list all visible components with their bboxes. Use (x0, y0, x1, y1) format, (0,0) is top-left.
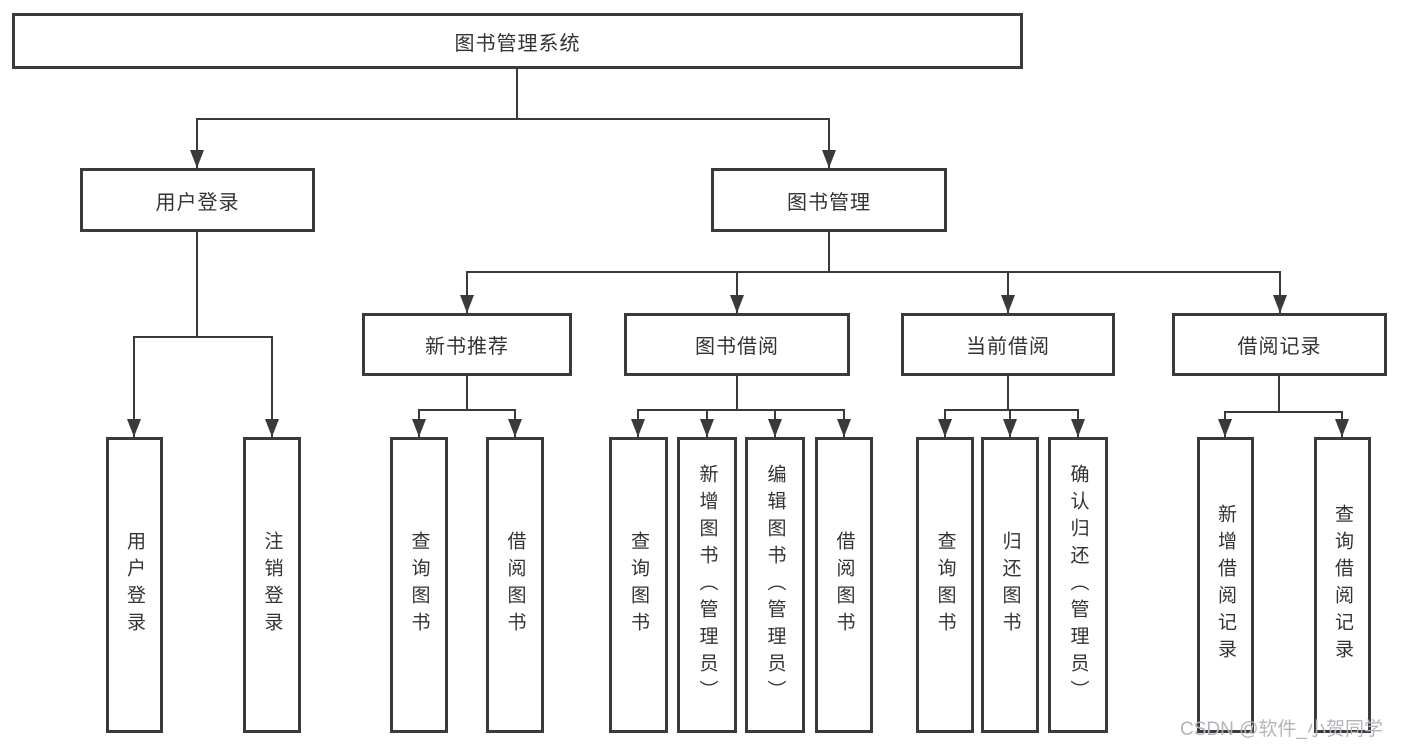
node-root-label: 图书管理系统 (454, 32, 581, 55)
arrow-down-icon (1335, 419, 1349, 437)
leaf-label: 新增借阅记录 (1215, 504, 1236, 666)
connector-line (196, 118, 198, 168)
arrow-down-icon (768, 419, 782, 437)
leaf-rec-query-books: 查询图书 (390, 437, 448, 733)
leaf-label: 查询借阅记录 (1332, 504, 1353, 666)
node-book-management: 图书管理 (711, 168, 947, 232)
arrow-down-icon (700, 419, 714, 437)
leaf-label: 注销登录 (261, 531, 283, 639)
connector-line (466, 271, 468, 313)
node-label: 用户登录 (155, 191, 240, 214)
arrow-down-icon (508, 419, 522, 437)
node-label: 借阅记录 (1237, 336, 1322, 358)
leaf-cb-query-books: 查询图书 (916, 437, 974, 733)
arrow-down-icon (1273, 295, 1287, 313)
node-new-book-recommend: 新书推荐 (362, 313, 572, 376)
leaf-bb-edit-books-admin: 编辑图书（管理员） (745, 437, 805, 733)
arrow-down-icon (938, 419, 952, 437)
leaf-logout: 注销登录 (243, 437, 301, 733)
connector-line (418, 409, 516, 411)
connector-line (1007, 271, 1009, 313)
leaf-label: 确认归还（管理员） (1067, 463, 1089, 707)
leaf-label: 查询图书 (408, 531, 430, 639)
leaf-user-login: 用户登录 (106, 437, 163, 733)
connector-line (1224, 411, 1343, 413)
leaf-bb-query-books: 查询图书 (609, 437, 668, 733)
arrow-down-icon (1071, 419, 1085, 437)
arrow-down-icon (631, 419, 645, 437)
leaf-label: 查询图书 (934, 531, 956, 639)
node-book-borrow: 图书借阅 (624, 313, 850, 376)
connector-line (133, 336, 273, 338)
leaf-cb-confirm-return-admin: 确认归还（管理员） (1048, 437, 1108, 733)
connector-line (516, 69, 518, 118)
connector-line (196, 232, 198, 336)
leaf-bb-add-books-admin: 新增图书（管理员） (677, 437, 737, 733)
node-root: 图书管理系统 (12, 13, 1023, 69)
leaf-label: 新增图书（管理员） (696, 463, 718, 707)
leaf-rec-borrow-books: 借阅图书 (486, 437, 544, 733)
connector-line (133, 336, 135, 437)
connector-line (466, 271, 1281, 273)
node-borrow-records: 借阅记录 (1172, 313, 1387, 376)
leaf-label: 归还图书 (999, 531, 1021, 639)
connector-line (637, 409, 845, 411)
arrow-down-icon (265, 419, 279, 437)
node-current-borrow: 当前借阅 (901, 313, 1115, 376)
connector-line (196, 118, 830, 120)
leaf-br-add-record: 新增借阅记录 (1197, 437, 1254, 733)
leaf-br-query-record: 查询借阅记录 (1314, 437, 1371, 733)
leaf-label: 查询图书 (628, 531, 649, 639)
connector-line (828, 232, 830, 271)
arrow-down-icon (1001, 295, 1015, 313)
connector-line (1279, 271, 1281, 313)
connector-line (1007, 376, 1009, 409)
leaf-cb-return-books: 归还图书 (981, 437, 1039, 733)
arrow-down-icon (190, 150, 204, 168)
connector-line (944, 409, 1078, 411)
leaf-label: 用户登录 (124, 531, 145, 639)
connector-line (466, 376, 468, 409)
node-label: 图书借阅 (695, 336, 779, 358)
node-label: 图书管理 (787, 191, 871, 214)
connector-line (1278, 376, 1280, 411)
arrow-down-icon (730, 295, 744, 313)
connector-line (828, 118, 830, 168)
arrow-down-icon (822, 150, 836, 168)
node-user-login: 用户登录 (80, 168, 315, 232)
leaf-label: 借阅图书 (833, 531, 855, 639)
node-label: 新书推荐 (425, 336, 509, 358)
watermark: CSDN @软件_小贺同学 (1180, 719, 1383, 740)
connector-line (736, 376, 738, 409)
leaf-bb-borrow-books: 借阅图书 (815, 437, 873, 733)
arrow-down-icon (412, 419, 426, 437)
connector-line (736, 271, 738, 313)
arrow-down-icon (1218, 419, 1232, 437)
node-label: 当前借阅 (966, 336, 1050, 358)
leaf-label: 借阅图书 (504, 531, 526, 639)
connector-line (271, 336, 273, 437)
arrow-down-icon (127, 419, 141, 437)
leaf-label: 编辑图书（管理员） (764, 463, 786, 707)
arrow-down-icon (1003, 419, 1017, 437)
arrow-down-icon (837, 419, 851, 437)
arrow-down-icon (460, 295, 474, 313)
